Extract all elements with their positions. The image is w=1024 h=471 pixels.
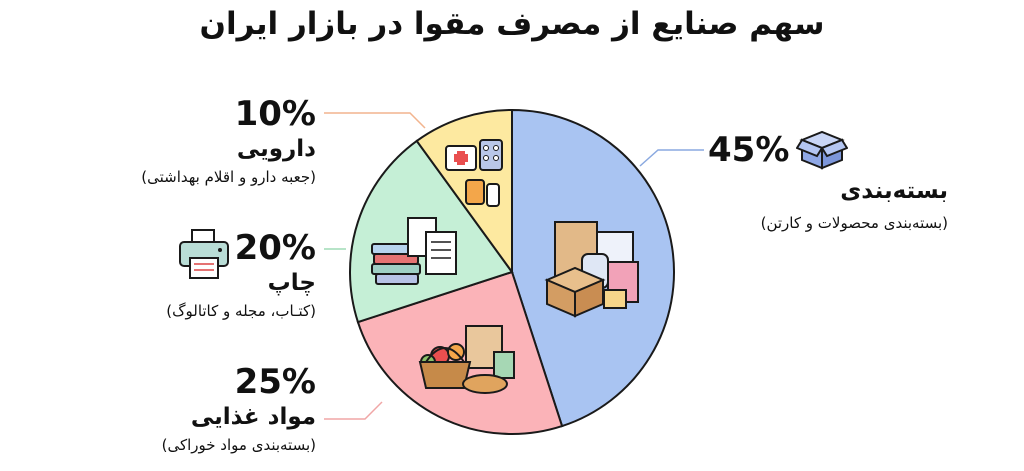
- slice-illustrations: [371, 139, 639, 394]
- name-pharma: دارویی: [236, 136, 316, 162]
- desc-pharma: (جعبه دارو و اقلام بهداشتی): [141, 168, 316, 186]
- leader-food: [324, 401, 383, 420]
- leader-pharma: [324, 112, 426, 129]
- pct-food: 25%: [234, 362, 316, 402]
- pct-printing: 20%: [234, 228, 316, 268]
- label-food: 25% مواد غذایی (بسته‌بندی مواد خوراکی): [60, 362, 316, 454]
- printer-icon: [179, 229, 229, 279]
- chart-title: سهم صنایع از مصرف مقوا در بازار ایران: [199, 6, 825, 42]
- label-packaging: 45% بسته‌بندی (بسته‌بندی محصولات و کارتن…: [708, 130, 948, 232]
- name-food: مواد غذایی: [190, 404, 316, 430]
- medicine-icon: [445, 139, 503, 207]
- label-printing: 20% چاپ (کتـاب، مجله و کاتالوگ): [60, 228, 316, 320]
- desc-packaging: (بسته‌بندی محصولات و کارتن): [760, 214, 948, 232]
- pct-pharma: 10%: [234, 94, 316, 134]
- pct-packaging: 45%: [708, 130, 790, 170]
- name-packaging: بسته‌بندی: [840, 178, 948, 204]
- cardboard-box-icon: [796, 130, 848, 170]
- packaging-goods-icon: [544, 221, 639, 318]
- books-papers-icon: [371, 217, 457, 285]
- label-pharma: 10% دارویی (جعبه دارو و اقلام بهداشتی): [60, 94, 316, 186]
- desc-food: (بسته‌بندی مواد خوراکی): [161, 436, 316, 454]
- food-basket-icon: [418, 325, 515, 394]
- leader-packaging: [639, 149, 704, 167]
- desc-printing: (کتـاب، مجله و کاتالوگ): [166, 302, 316, 320]
- leader-lines: [324, 112, 704, 420]
- name-printing: چاپ: [267, 270, 316, 296]
